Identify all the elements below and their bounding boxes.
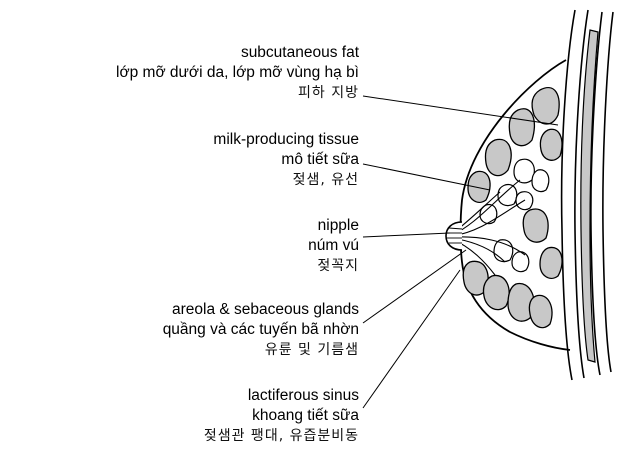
label-milk-producing-tissue: milk-producing tissue mô tiết sữa 젖샘, 유선 (213, 130, 359, 190)
label-ko: 젖꼭지 (308, 256, 359, 276)
label-vi: lớp mỡ dưới da, lớp mỡ vùng hạ bì (116, 63, 359, 83)
label-ko: 젖샘관 팽대, 유즙분비동 (204, 426, 359, 446)
label-en: lactiferous sinus (204, 386, 359, 406)
label-lactiferous-sinus: lactiferous sinus khoang tiết sữa 젖샘관 팽대… (204, 386, 359, 446)
label-en: areola & sebaceous glands (163, 300, 359, 320)
label-areola: areola & sebaceous glands quầng và các t… (163, 300, 359, 360)
label-vi: mô tiết sữa (213, 150, 359, 170)
label-en: subcutaneous fat (116, 43, 359, 63)
label-vi: núm vú (308, 236, 359, 256)
label-vi: quầng và các tuyến bã nhờn (163, 320, 359, 340)
label-ko: 유륜 및 기름샘 (163, 340, 359, 360)
nipple-shape (446, 222, 462, 250)
label-en: milk-producing tissue (213, 130, 359, 150)
label-ko: 젖샘, 유선 (213, 170, 359, 190)
label-vi: khoang tiết sữa (204, 406, 359, 426)
label-en: nipple (308, 216, 359, 236)
label-subcutaneous-fat: subcutaneous fat lớp mỡ dưới da, lớp mỡ … (116, 43, 359, 103)
label-ko: 피하 지방 (116, 83, 359, 103)
label-nipple: nipple núm vú 젖꼭지 (308, 216, 359, 276)
